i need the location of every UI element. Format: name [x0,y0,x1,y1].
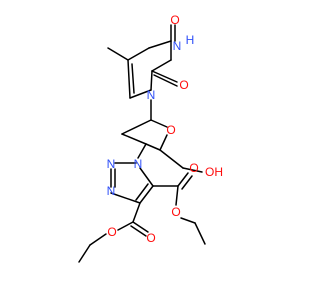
bond-c4-c3 [145,143,161,151]
bond-c3-c2 [121,133,147,145]
bond-n3-c2 [151,59,172,72]
bond-carbonyl-oalkoxy [175,185,179,206]
bond-c2-c1 [121,119,152,135]
atom-labels: O H N O N O OH N N N O O O O [107,13,223,245]
atom-o-ester-right-carbonyl: O [189,161,198,175]
ester-right-bonds [152,172,206,245]
bond-c4-link [148,40,172,49]
bond-carbonyl-o-double [130,225,147,237]
bond-o-ch2 [89,233,107,246]
atom-o-ring: O [166,123,175,137]
atom-n3: N [173,39,182,53]
triazole-ring-bonds [110,143,154,204]
bond-carbonyl-o-double [181,175,193,190]
bond-c5-oh [182,167,203,173]
atom-n3-triazole: N [107,184,116,198]
bond-ch2-ch3 [194,222,206,245]
ester-left-bonds [78,202,149,263]
atom-n1-triazole: N [134,157,143,171]
molecule-structure: O H N O N O OH N N N O O O O [78,13,223,263]
bond-c4-carbonyl [132,202,141,223]
atom-o-ester-right-alkoxy: O [171,205,180,219]
bond-c5-methyl [107,47,129,61]
atom-h-n3: H [186,33,195,47]
sugar-ring-bonds [121,99,203,173]
bond-carbonyl-oalkoxy [117,221,134,231]
bond-c2-o-double [153,74,178,87]
atom-o-keto-top: O [170,13,179,27]
bond-c6-c5 [127,59,131,99]
bond-c4-c5-double [135,183,149,201]
bond-c5-c4 [127,47,150,61]
bond-c4-c5 [159,149,184,169]
bond-ch2-ch3 [78,244,91,263]
atom-o-ester-left-carbonyl: O [146,231,155,245]
bond-n3-c4 [110,192,141,204]
bond-o-ch2 [180,217,196,224]
molecule-canvas: O H N O N O OH N N N O O O O [78,13,223,263]
bond-c4-c5 [139,185,154,204]
atom-o-keto-c2: O [179,78,188,92]
atom-n2-triazole: N [107,157,116,171]
bond-c5-n1 [139,167,154,187]
atom-n1-uracil: N [147,88,156,102]
atom-oh: OH [205,165,223,179]
bond-c2-o [151,70,178,83]
bond-carbonyl-o [177,172,189,187]
bond-n1-c6 [129,89,152,99]
uracil-ring-bonds [107,24,178,99]
bond-c6-c5-double [131,63,135,94]
bond-c3-n1triazole [137,143,147,159]
bond-c2-n1 [150,70,153,91]
bond-c1-oring [150,119,168,128]
atom-o-ester-left-alkoxy: O [107,225,116,239]
bond-carbonyl-o [132,221,149,233]
bond-oring-c4 [159,134,168,151]
